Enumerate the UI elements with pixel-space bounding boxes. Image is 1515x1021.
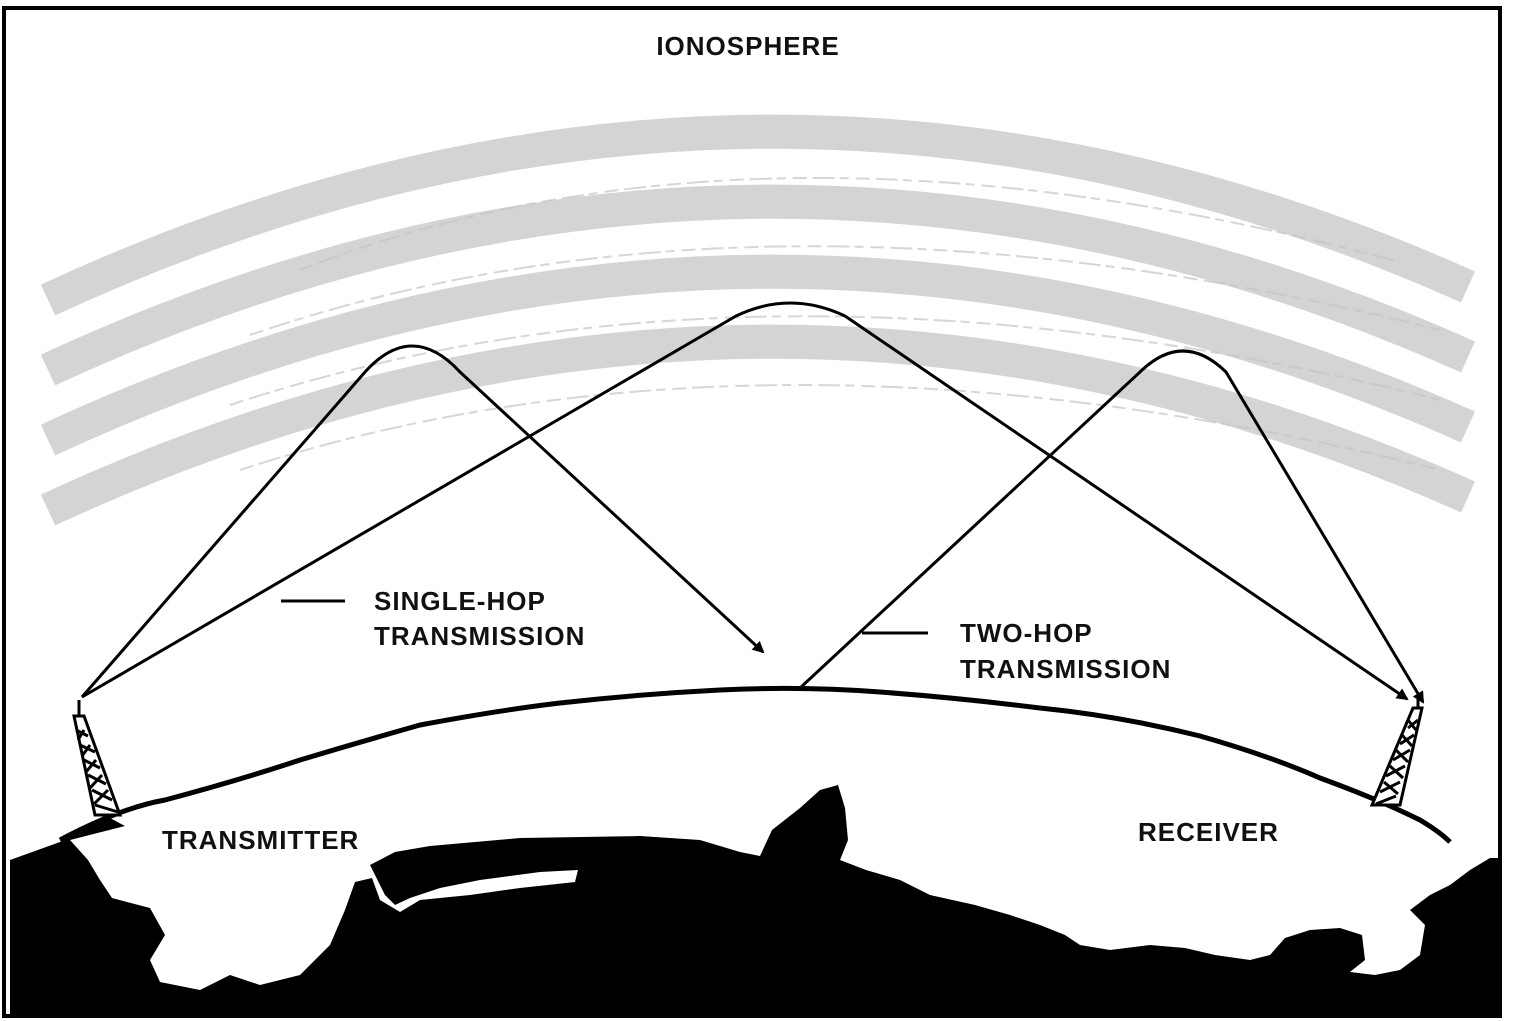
ionosphere-layers bbox=[40, 114, 1475, 526]
earth-horizon-line bbox=[58, 685, 1452, 844]
single-hop-label-line-2: TRANSMISSION bbox=[374, 621, 585, 651]
ionosphere-label: IONOSPHERE bbox=[656, 31, 839, 61]
ionosphere-band-1 bbox=[40, 114, 1475, 316]
ionosphere-band-2 bbox=[40, 184, 1475, 386]
ionosphere-texture bbox=[249, 245, 1441, 336]
earth-silhouette bbox=[10, 785, 1498, 1014]
transmitter-tower-icon bbox=[72, 700, 123, 817]
two-hop-label-line-2: TRANSMISSION bbox=[960, 654, 1171, 684]
single-hop-path bbox=[81, 301, 1409, 701]
propagation-paths bbox=[80, 301, 1425, 704]
ionosphere-texture bbox=[239, 384, 1441, 471]
two-hop-label: TWO-HOP TRANSMISSION bbox=[960, 618, 1171, 684]
earth-terrain bbox=[10, 685, 1498, 1014]
receiver-label: RECEIVER bbox=[1138, 817, 1279, 847]
transmitter-label: TRANSMITTER bbox=[162, 825, 359, 855]
two-hop-path-second-hop bbox=[798, 349, 1425, 704]
receiver-tower-icon bbox=[1369, 696, 1424, 807]
two-hop-label-line-1: TWO-HOP bbox=[960, 618, 1092, 648]
ionosphere-texture bbox=[299, 177, 1401, 271]
ionosphere-band-3 bbox=[40, 254, 1475, 456]
single-hop-label: SINGLE-HOP TRANSMISSION bbox=[374, 586, 585, 651]
ionosphere-texture bbox=[229, 315, 1441, 406]
figure-frame bbox=[2, 6, 1502, 1018]
ionosphere-band-4 bbox=[40, 324, 1475, 526]
single-hop-label-line-1: SINGLE-HOP bbox=[374, 586, 545, 616]
two-hop-path-first-hop bbox=[80, 344, 765, 698]
